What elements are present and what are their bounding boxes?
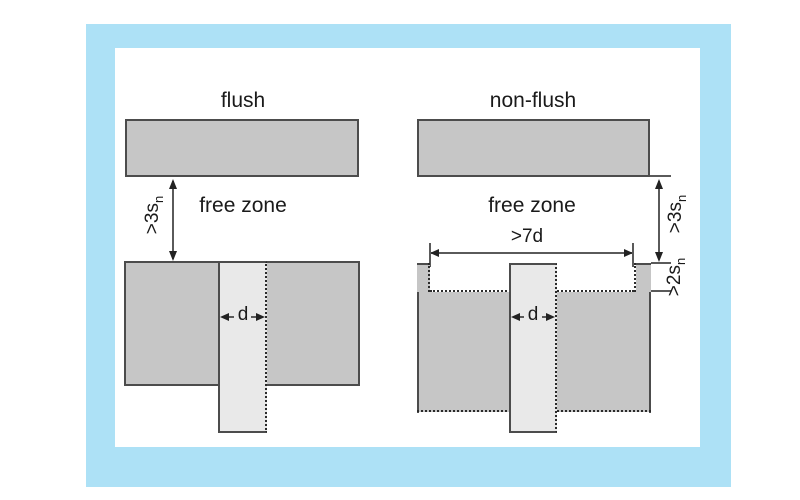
clearance-dim-sub-right: n — [673, 194, 689, 203]
recess-depth-dim-sub: n — [672, 257, 688, 266]
recess-width-dim-line — [431, 252, 633, 254]
clearance-arrowhead-up-left — [169, 179, 177, 189]
diameter-dim-label-right: d — [527, 304, 539, 325]
recess-width-extension-right — [632, 243, 634, 267]
clearance-arrowhead-down-left — [169, 251, 177, 261]
diameter-dim-label-left: d — [237, 304, 249, 325]
recess-depth-tick-bottom — [651, 290, 671, 292]
clearance-arrow-line-left — [172, 181, 174, 259]
sensor-barrel-right — [509, 263, 557, 433]
diameter-stub-left-2 — [251, 316, 256, 318]
diameter-arrowhead-right-1 — [256, 313, 265, 321]
non-flush-title: non-flush — [489, 89, 577, 112]
clearance-arrow-line-right — [658, 181, 660, 259]
recess-rim-right — [636, 263, 651, 292]
diameter-arrowhead-left-1 — [220, 313, 229, 321]
recess-width-arrowhead-left — [430, 249, 439, 257]
recess-rim-left-inner-edge — [428, 263, 430, 292]
target-plate-left — [125, 119, 359, 177]
diameter-stub-left-1 — [229, 316, 234, 318]
mounting-block-right-left-edge — [417, 263, 419, 413]
recess-width-extension-left — [429, 243, 431, 267]
diameter-arrowhead-left-2 — [511, 313, 520, 321]
recess-depth-tick-top — [651, 262, 671, 264]
sensor-barrel-left — [218, 261, 267, 433]
recess-rim-left — [417, 263, 430, 292]
clearance-dim-main-left: >3s — [142, 203, 163, 235]
flush-title: flush — [220, 89, 266, 112]
free-zone-label-left: free zone — [199, 194, 287, 217]
clearance-arrowhead-down-right — [655, 252, 663, 262]
diameter-arrowhead-right-2 — [546, 313, 555, 321]
clearance-dim-label-left: >3sn — [142, 173, 166, 257]
recess-rim-right-inner-edge — [634, 263, 636, 292]
recess-depth-dim-main: >2s — [664, 265, 685, 297]
diameter-stub-right-2 — [542, 316, 546, 318]
clearance-arrowhead-up-right — [655, 179, 663, 189]
recess-depth-dim-label: >2sn — [664, 235, 688, 319]
target-plate-right — [417, 119, 650, 177]
outer-frame — [86, 24, 731, 487]
free-zone-label-right: free zone — [488, 194, 576, 217]
diameter-stub-right-1 — [520, 316, 524, 318]
mounting-block-right-right-edge — [649, 263, 651, 413]
extension-tick-plate-right — [650, 175, 671, 177]
recess-width-dim-label: >7d — [510, 226, 544, 247]
clearance-dim-main-right: >3s — [665, 202, 686, 234]
recess-width-arrowhead-right — [624, 249, 633, 257]
